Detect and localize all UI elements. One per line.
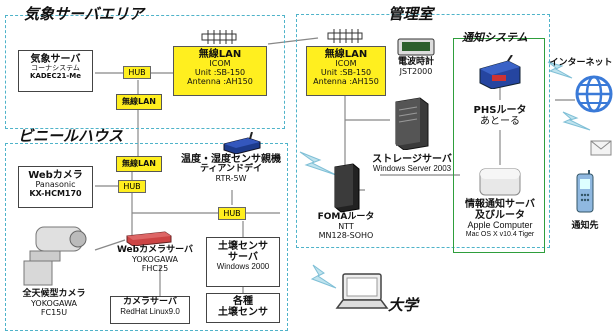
camera-server: カメラサーバ RedHat Linux9.0 — [110, 296, 190, 324]
hub-greenhouse-2: HUB — [218, 207, 246, 220]
phs-router-icon — [479, 55, 521, 89]
link-skycam — [94, 239, 126, 251]
zone-admin-title: 管理室 — [388, 5, 434, 23]
mobile-phone-icon — [576, 170, 594, 213]
web-camera: Webカメラ Panasonic KX-HCM170 — [18, 166, 93, 208]
notify-server-icon — [479, 168, 521, 196]
webcam-server-icon — [126, 231, 172, 246]
storage-server-icon — [395, 97, 429, 150]
internet-globe-icon — [575, 75, 613, 113]
radio-clock: 電波時計 JST2000 — [397, 57, 434, 76]
link-radio-weather-admin — [267, 37, 319, 45]
weather-server: 気象サーバ コーナシステム KADEC21-Me — [18, 50, 93, 92]
notify-target-label: 通知先 — [571, 221, 599, 231]
wlan-admin: 無線LAN ICOM Unit :SB-150 Antenna :AH150 — [306, 46, 386, 96]
antenna-admin-icon — [327, 29, 363, 43]
webcam-server: Webカメラサーバ YOKOGAWA FHC25 — [116, 245, 194, 273]
zone-admin-room — [296, 14, 550, 248]
zone-weather-area — [5, 15, 285, 129]
phs-router: PHSルータ あとーる — [473, 105, 527, 127]
soil-sensor-server: 土壌センサ サーバ Windows 2000 — [206, 237, 280, 287]
sky-camera: 全天候型カメラ YOKOGAWA FC15U — [22, 289, 86, 317]
hub-greenhouse-1: HUB — [118, 180, 146, 193]
zone-notify-title: 通知システム — [462, 31, 528, 44]
hub-weather: HUB — [123, 66, 151, 79]
foma-router-icon — [334, 163, 360, 213]
mail-icon — [590, 140, 612, 156]
zone-weather-title: 気象サーバエリア — [24, 5, 144, 23]
wlan-weather-link: 無線LAN — [116, 94, 162, 110]
wlan-greenhouse: 無線LAN — [116, 156, 162, 172]
storage-server: ストレージサーバ Windows Server 2003 — [372, 154, 452, 173]
radio-wave-notify — [562, 111, 591, 131]
foma-router: FOMAルータ NTT MN128-SOHO — [317, 212, 375, 240]
radio-wave-university — [310, 264, 337, 289]
logger-device-icon — [223, 132, 261, 154]
notify-server: 情報通知サーバ 及びルータ Apple Computer Mac OS X v1… — [465, 199, 535, 238]
radio-clock-icon — [397, 38, 435, 56]
sky-camera-icon — [23, 226, 87, 286]
university-label: 大学 — [388, 296, 419, 314]
soil-sensors: 各種 土壌センサ — [206, 293, 280, 323]
internet-label: インターネット — [549, 58, 613, 68]
laptop-icon — [335, 273, 389, 309]
antenna-weather-icon — [201, 30, 237, 44]
wlan-weather: 無線LAN ICOM Unit :SB-150 Antenna :AH150 — [173, 46, 267, 96]
temp-humidity-logger: 温度・湿度センサ親機 ティアンドデイ RTR-5W — [181, 154, 281, 183]
radio-wave-phs — [547, 61, 573, 79]
zone-greenhouse-title: ビニールハウス — [18, 127, 124, 145]
zone-notify-system — [453, 38, 545, 253]
